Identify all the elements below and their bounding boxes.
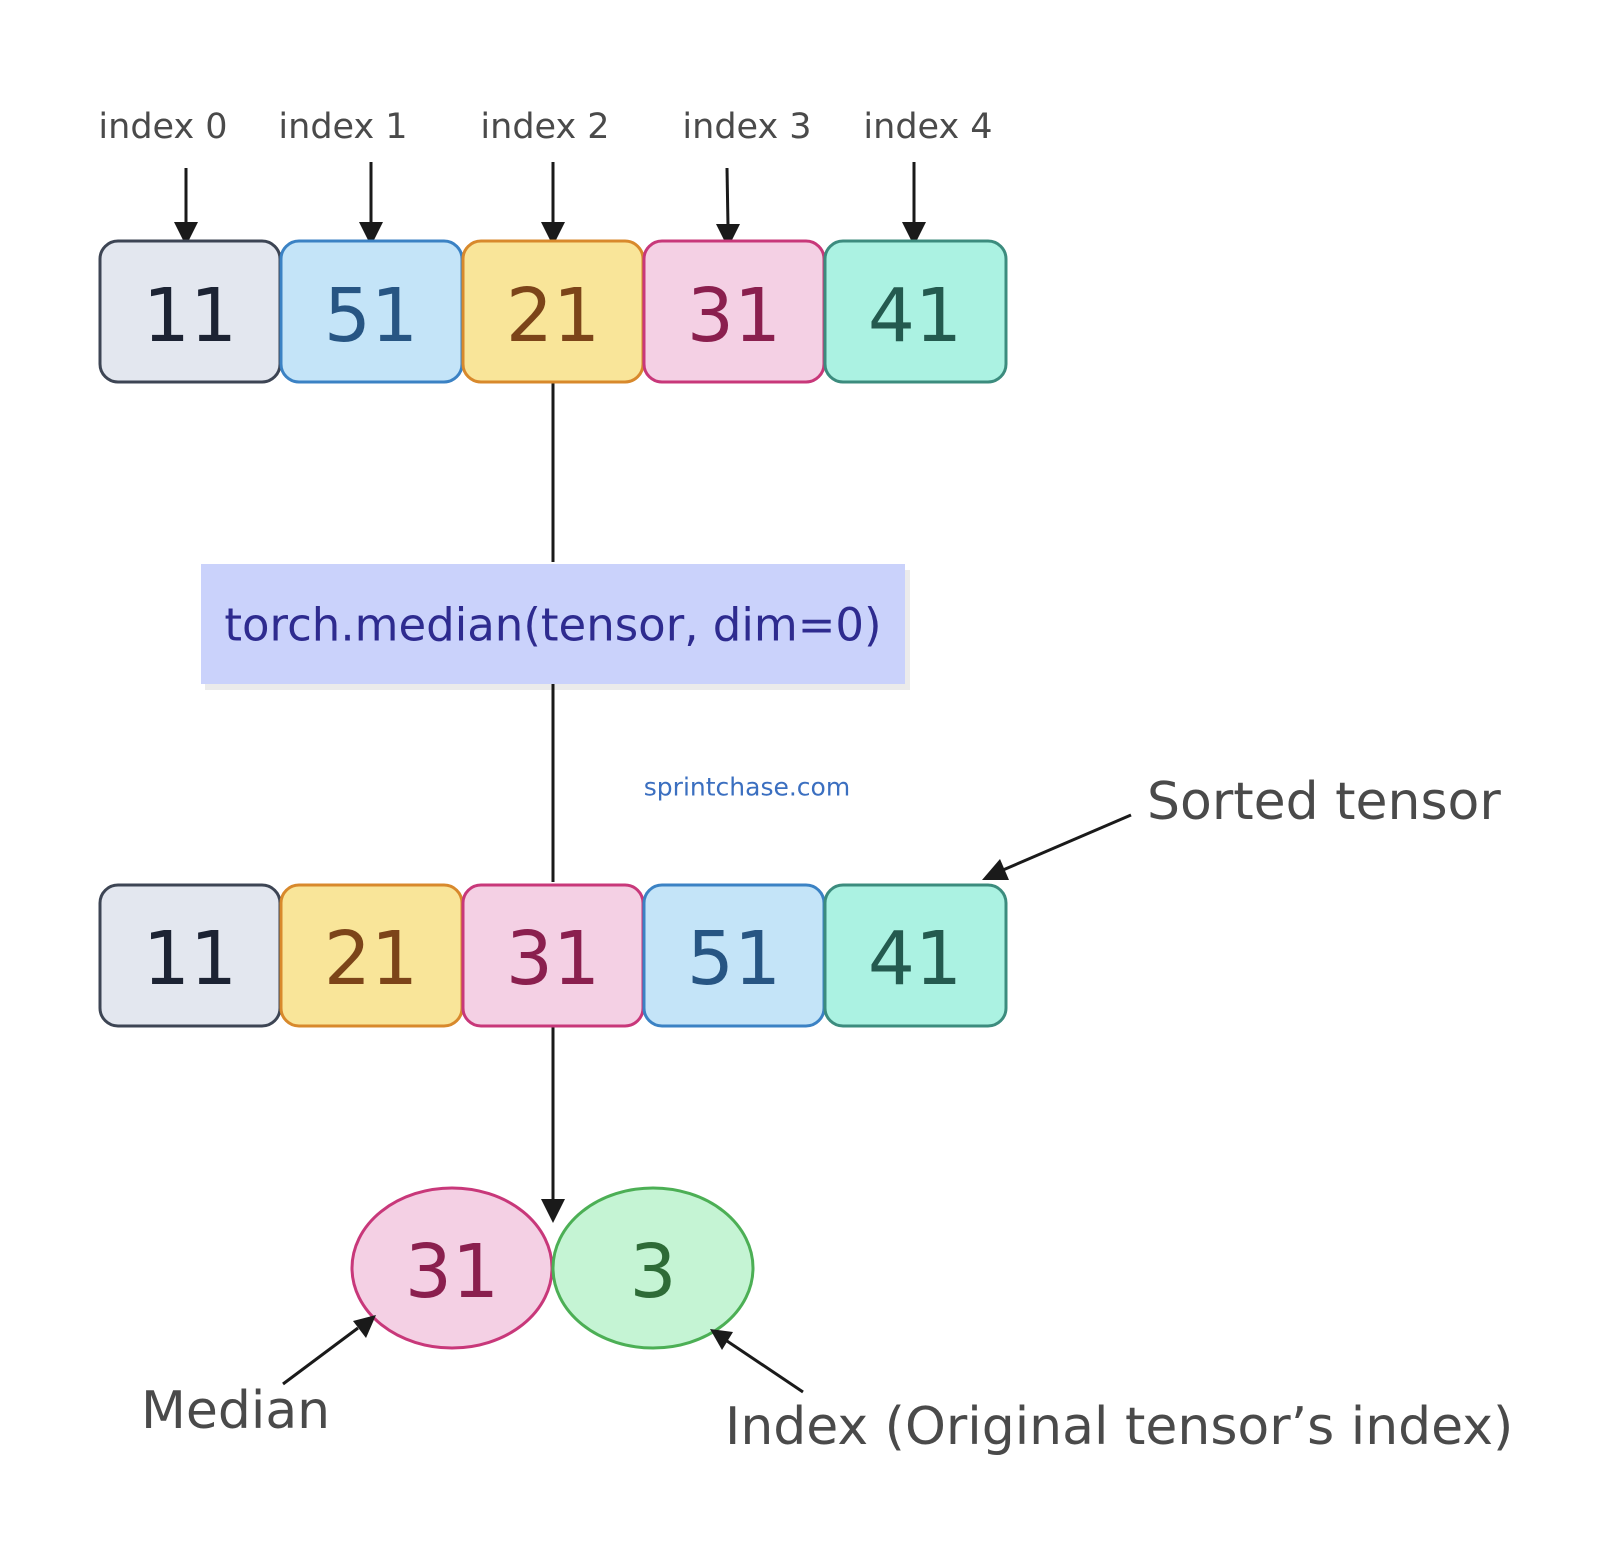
index-label-0: index 0: [98, 107, 228, 246]
index-result: 3: [551, 1186, 755, 1350]
sorted-tensor-annotation: Sorted tensor: [982, 772, 1501, 880]
sorted-cell-1-value: 21: [324, 916, 418, 1002]
index-label-4: index 4: [863, 107, 993, 246]
sorted-tensor-arrowhead: [982, 859, 1009, 880]
index-arrowhead-4: [902, 222, 926, 246]
index-arrowhead-3: [716, 224, 740, 248]
sorted-cell-1: 21: [279, 883, 464, 1028]
index-label-1-text: index 1: [278, 107, 407, 147]
index-label-4-text: index 4: [863, 107, 992, 147]
index-label-2: index 2: [480, 107, 610, 246]
sorted-tensor: 11 21 31 51 41: [98, 883, 1008, 1028]
index-arrowhead-1: [359, 222, 383, 246]
index-label-0-text: index 0: [98, 107, 227, 147]
median-result: 31: [350, 1186, 554, 1350]
original-cell-3: 31: [642, 239, 826, 384]
original-cell-4-value: 41: [868, 273, 962, 359]
sorted-cell-0: 11: [98, 883, 282, 1028]
sorted-cell-3: 51: [642, 883, 826, 1028]
index-arrowhead-0: [174, 222, 198, 246]
index-annotation: Index (Original tensor’s index): [710, 1329, 1513, 1457]
function-call-box: torch.median(tensor, dim=0): [201, 564, 910, 690]
watermark-text: sprintchase.com: [644, 773, 850, 802]
original-cell-0: 11: [98, 239, 282, 384]
index-arrow-3: [725, 167, 730, 227]
connectors: [541, 379, 565, 1223]
median-arrow: [282, 1326, 359, 1386]
original-cell-2: 21: [461, 239, 645, 384]
result: 31 3: [350, 1186, 755, 1350]
original-cell-4: 41: [823, 239, 1008, 384]
sorted-cell-2: 31: [461, 883, 645, 1028]
sorted-cell-4-value: 41: [868, 916, 962, 1002]
index-result-value: 3: [629, 1229, 676, 1315]
sorted-cell-3-value: 51: [687, 916, 781, 1002]
index-result-arrowhead: [710, 1329, 733, 1350]
index-result-arrow: [726, 1339, 804, 1394]
original-cell-4-box: [823, 239, 1008, 384]
original-cell-1-value: 51: [324, 273, 418, 359]
original-cell-1: 51: [279, 239, 464, 384]
index-result-ellipse: [551, 1186, 755, 1350]
function-call-background: [201, 564, 905, 684]
index-label-3: index 3: [682, 107, 812, 248]
original-tensor: 11 51 21 31 41: [98, 239, 1008, 384]
median-result-value: 31: [405, 1229, 499, 1315]
median-arrowhead: [353, 1315, 376, 1338]
index-labels: index 0 index 1 index 2 index 3 index 4: [98, 107, 993, 248]
sorted-cell-2-value: 31: [506, 916, 600, 1002]
original-cell-2-value: 21: [506, 273, 600, 359]
median-annotation: Median: [141, 1315, 376, 1441]
original-cell-3-value: 31: [687, 273, 781, 359]
original-cell-0-value: 11: [143, 273, 237, 359]
connector-result-arrowhead: [541, 1199, 565, 1223]
sorted-tensor-label: Sorted tensor: [1147, 772, 1501, 832]
index-result-label: Index (Original tensor’s index): [725, 1397, 1513, 1457]
sorted-cell-4-box: [823, 883, 1008, 1028]
median-label: Median: [141, 1381, 330, 1441]
index-label-2-text: index 2: [480, 107, 609, 147]
sorted-tensor-arrow: [1002, 813, 1132, 872]
index-arrowhead-2: [541, 222, 565, 246]
sorted-cell-4: 41: [823, 883, 1008, 1028]
index-label-3-text: index 3: [682, 107, 811, 147]
index-label-1: index 1: [278, 107, 408, 246]
function-call-text: torch.median(tensor, dim=0): [224, 599, 881, 652]
sorted-cell-0-value: 11: [143, 916, 237, 1002]
